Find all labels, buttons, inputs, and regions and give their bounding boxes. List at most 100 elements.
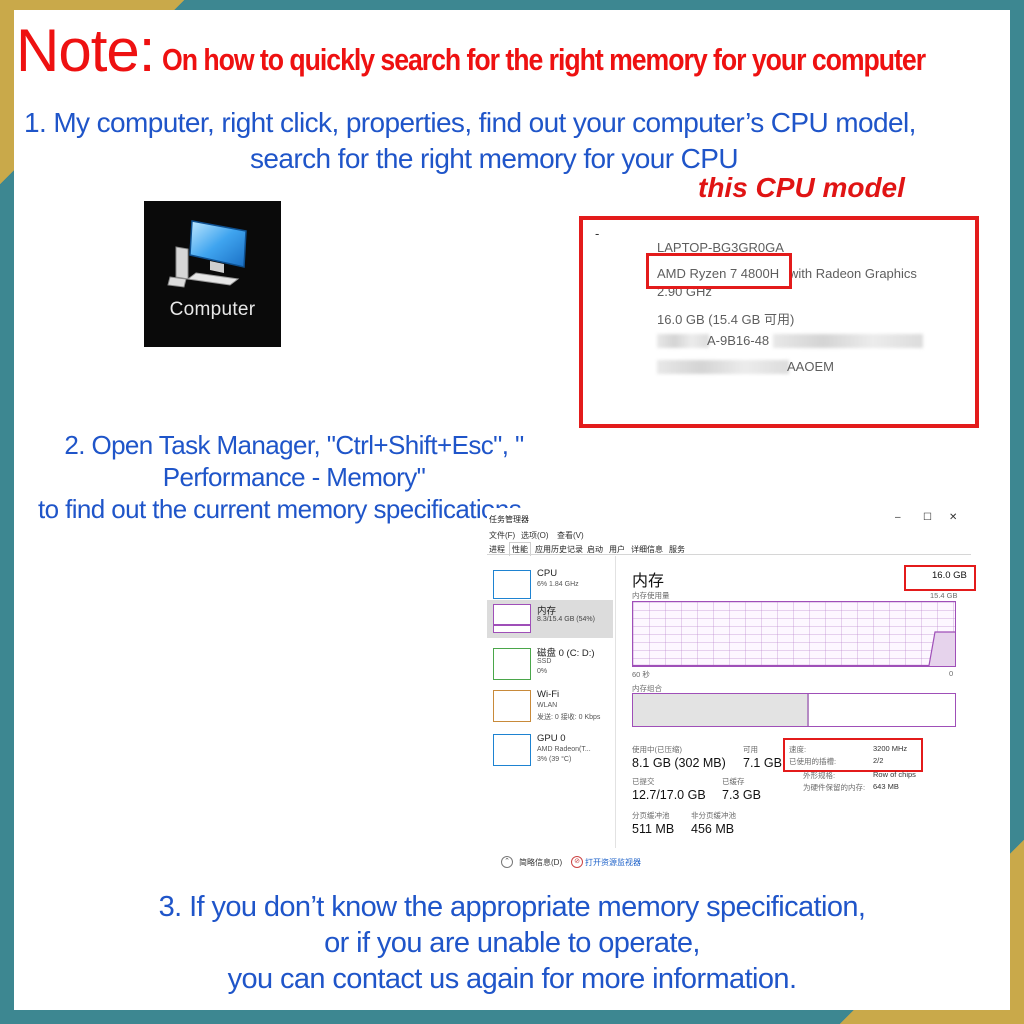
composition-in-use — [633, 694, 807, 726]
chevron-up-icon[interactable]: ⌃ — [501, 856, 513, 868]
slots-value: 2/2 — [873, 756, 884, 765]
tab-app-history[interactable]: 应用历史记录 — [535, 545, 583, 554]
note-heading: On how to quickly search for the right m… — [162, 42, 926, 77]
sidebar-cpu-sub: 6% 1.84 GHz — [537, 581, 579, 588]
blurred-product-id — [657, 360, 789, 374]
resource-monitor-icon: ⊘ — [571, 856, 583, 868]
sidebar-item-wifi[interactable]: Wi-Fi WLAN 发送: 0 接收: 0 Kbps — [487, 686, 613, 726]
open-resource-monitor-link[interactable]: 打开资源监视器 — [585, 858, 641, 867]
speed-label: 速度: — [789, 745, 807, 754]
sidebar-gpu-name: GPU 0 — [537, 733, 566, 744]
tab-performance[interactable]: 性能 — [509, 542, 531, 556]
dash-mark: - — [595, 226, 600, 241]
reserved-value: 643 MB — [873, 782, 899, 791]
step2-line3: to find out the current memory specifica… — [38, 494, 528, 524]
computer-monitor-icon — [167, 220, 247, 288]
step1-line1: 1. My computer, right click, properties,… — [24, 107, 916, 138]
menu-options[interactable]: 选项(O) — [521, 531, 549, 540]
graph-axis-right: 0 — [949, 669, 954, 678]
total-capacity: 16.0 GB — [932, 570, 967, 581]
infographic-canvas: Note: On how to quickly search for the r… — [14, 10, 1010, 1010]
step2-line1: 2. Open Task Manager, "Ctrl+Shift+Esc", … — [64, 430, 524, 460]
installed-ram: 16.0 GB (15.4 GB 可用) — [657, 312, 795, 327]
memory-composition-bar — [632, 693, 956, 727]
tab-processes[interactable]: 进程 — [489, 545, 505, 554]
sidebar-disk-name: 磁盘 0 (C: D:) — [537, 648, 595, 659]
cached-value: 7.3 GB — [722, 788, 761, 802]
fewer-details-link[interactable]: 简略信息(D) — [519, 858, 563, 867]
form-factor-value: Row of chips — [873, 770, 916, 779]
sidebar-wifi-sub1: WLAN — [537, 702, 558, 709]
memory-usage-graph — [632, 601, 956, 667]
paged-pool-label: 分页缓冲池 — [632, 811, 670, 820]
maximize-button[interactable]: ☐ — [923, 512, 932, 523]
tab-services[interactable]: 服务 — [669, 545, 685, 554]
nonpaged-pool-label: 非分页缓冲池 — [691, 811, 736, 820]
usage-curve — [633, 631, 955, 666]
sidebar-memory-sub: 8.3/15.4 GB (54%) — [537, 616, 595, 623]
disk-thumbnail — [493, 648, 531, 680]
tab-details[interactable]: 详细信息 — [631, 545, 663, 554]
speed-value: 3200 MHz — [873, 744, 908, 753]
minimize-button[interactable]: – — [895, 512, 901, 523]
sidebar-wifi-sub2: 发送: 0 接收: 0 Kbps — [537, 714, 601, 721]
composition-label: 内存组合 — [632, 684, 662, 693]
composition-divider — [807, 694, 809, 726]
task-manager-window: 任务管理器 – ☐ ✕ 文件(F) 选项(O) 查看(V) 进程 性能 应用历史… — [487, 508, 976, 880]
slots-label: 已使用的插槽: — [789, 757, 837, 766]
sidebar-gpu-sub2: 3% (39 °C) — [537, 756, 572, 763]
tab-users[interactable]: 用户 — [609, 545, 625, 554]
product-id-partial: AAOEM — [787, 359, 834, 374]
sidebar-item-disk[interactable]: 磁盘 0 (C: D:) SSD 0% — [487, 642, 613, 682]
committed-value: 12.7/17.0 GB — [632, 788, 706, 802]
device-id-partial: A-9B16-48 — [707, 333, 770, 348]
reserved-label: 为硬件保留的内存: — [803, 783, 866, 792]
device-name: LAPTOP-BG3GR0GA — [657, 240, 784, 255]
sidebar-item-gpu[interactable]: GPU 0 AMD Radeon(T... 3% (39 °C) — [487, 730, 613, 770]
sidebar-item-cpu[interactable]: CPU 6% 1.84 GHz — [487, 568, 613, 608]
step2-line2: Performance - Memory" — [162, 462, 426, 492]
sidebar-divider — [615, 556, 616, 848]
tab-startup[interactable]: 启动 — [587, 545, 603, 554]
menu-file[interactable]: 文件(F) — [489, 531, 516, 540]
usage-max: 15.4 GB — [930, 591, 958, 600]
capacity-highlight-box — [904, 565, 976, 591]
sidebar-cpu-name: CPU — [537, 568, 558, 579]
step3-line1: 3. If you don’t know the appropriate mem… — [158, 891, 866, 923]
tab-bar-divider — [487, 554, 971, 555]
graph-axis-left: 60 秒 — [632, 670, 650, 679]
nonpaged-pool-value: 456 MB — [691, 822, 735, 836]
close-button[interactable]: ✕ — [949, 512, 958, 523]
blurred-device-id-tail — [773, 334, 923, 348]
step1-line2: search for the right memory for your CPU — [250, 143, 739, 174]
sidebar-item-memory[interactable]: 内存 8.3/15.4 GB (54%) — [487, 600, 613, 638]
blurred-device-id — [657, 334, 709, 348]
menu-view[interactable]: 查看(V) — [557, 531, 584, 540]
system-properties-panel: - LAPTOP-BG3GR0GA AMD Ryzen 7 4800H with… — [579, 216, 979, 428]
wifi-thumbnail — [493, 690, 531, 722]
step3-line2: or if you are unable to operate, — [324, 927, 700, 959]
cpu-model: AMD Ryzen 7 4800H — [657, 266, 780, 281]
available-value: 7.1 GB — [743, 756, 782, 770]
speed-slots-highlight-box — [783, 738, 923, 772]
sidebar-disk-sub1: SSD — [537, 658, 552, 665]
paged-pool-value: 511 MB — [632, 822, 675, 836]
sidebar-disk-sub2: 0% — [537, 668, 548, 675]
sidebar-memory-name: 内存 — [537, 606, 557, 617]
cpu-thumbnail — [493, 570, 531, 599]
in-use-value: 8.1 GB (302 MB) — [632, 756, 726, 770]
sidebar-wifi-name: Wi-Fi — [537, 689, 560, 700]
sidebar-gpu-sub1: AMD Radeon(T... — [537, 746, 591, 753]
cpu-suffix: with Radeon Graphics — [789, 266, 917, 281]
available-label: 可用 — [743, 745, 758, 754]
cpu-highlight-box — [646, 253, 792, 289]
cpu-callout: this CPU model — [698, 172, 905, 203]
computer-desktop-shortcut[interactable]: Computer — [144, 201, 281, 347]
tm-title: 任务管理器 — [489, 515, 529, 524]
in-use-label: 使用中(已压缩) — [632, 745, 682, 754]
step3-line3: you can contact us again for more inform… — [227, 963, 797, 995]
usage-label: 内存使用量 — [632, 591, 670, 600]
gpu-thumbnail — [493, 734, 531, 766]
form-factor-label: 外形规格: — [803, 771, 836, 780]
cached-label: 已缓存 — [722, 777, 745, 786]
